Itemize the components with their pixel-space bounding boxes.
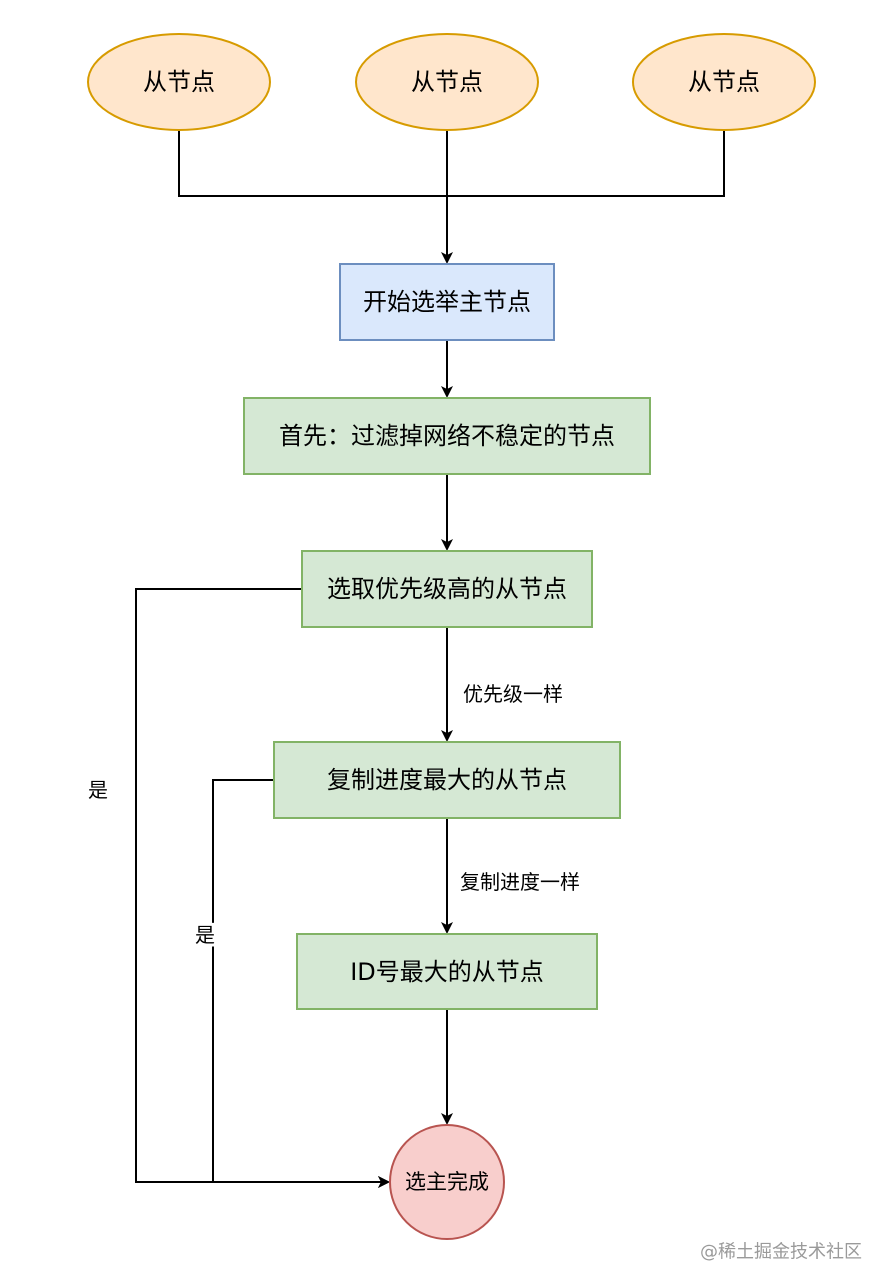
slave-node-3: 从节点 xyxy=(632,33,816,131)
watermark-text: @稀土掘金技术社区 xyxy=(700,1242,862,1263)
filter-unstable-label: 首先：过滤掉网络不稳定的节点 xyxy=(279,422,615,450)
slave-node-shape xyxy=(87,33,271,131)
slave-connectors xyxy=(178,130,725,264)
start-election-label: 开始选举主节点 xyxy=(363,288,531,316)
slave-node-label: 从节点 xyxy=(411,68,483,96)
start-election-node: 开始选举主节点 xyxy=(339,263,555,341)
highest-priority-shape xyxy=(301,550,593,628)
highest-priority-node: 选取优先级高的从节点 xyxy=(301,550,593,628)
filter-unstable-node: 首先：过滤掉网络不稳定的节点 xyxy=(243,397,651,475)
slave-node-label: 从节点 xyxy=(143,68,215,96)
highest-priority-label: 选取优先级高的从节点 xyxy=(327,575,567,603)
slave-node-1: 从节点 xyxy=(87,33,271,131)
replication-progress-label: 复制进度最大的从节点 xyxy=(327,766,567,794)
largest-id-label: ID号最大的从节点 xyxy=(350,958,544,986)
election-done-label: 选主完成 xyxy=(405,1170,489,1194)
edge-label-yes-outer: 是 xyxy=(88,778,108,802)
edge-label-yes-inner: 是 xyxy=(195,923,215,947)
largest-id-shape xyxy=(296,933,598,1010)
slave-node-shape xyxy=(632,33,816,131)
replication-progress-node: 复制进度最大的从节点 xyxy=(273,741,621,819)
start-election-shape xyxy=(339,263,555,341)
replication-progress-shape xyxy=(273,741,621,819)
slave-node-label: 从节点 xyxy=(688,68,760,96)
arrow-priority-yes-to-done xyxy=(135,588,390,1188)
arrow-replication-yes-to-done xyxy=(212,779,390,1188)
edge-label-same-replication: 复制进度一样 xyxy=(460,870,580,894)
connector-slave-right xyxy=(447,130,725,197)
election-done-shape xyxy=(389,1124,505,1240)
slave-node-2: 从节点 xyxy=(355,33,539,131)
connector-slave-left xyxy=(178,130,447,197)
edge-label-same-priority: 优先级一样 xyxy=(463,682,563,706)
slave-node-shape xyxy=(355,33,539,131)
yes-paths xyxy=(135,588,390,1188)
election-done-node: 选主完成 xyxy=(389,1124,505,1240)
largest-id-node: ID号最大的从节点 xyxy=(296,933,598,1010)
filter-unstable-shape xyxy=(243,397,651,475)
